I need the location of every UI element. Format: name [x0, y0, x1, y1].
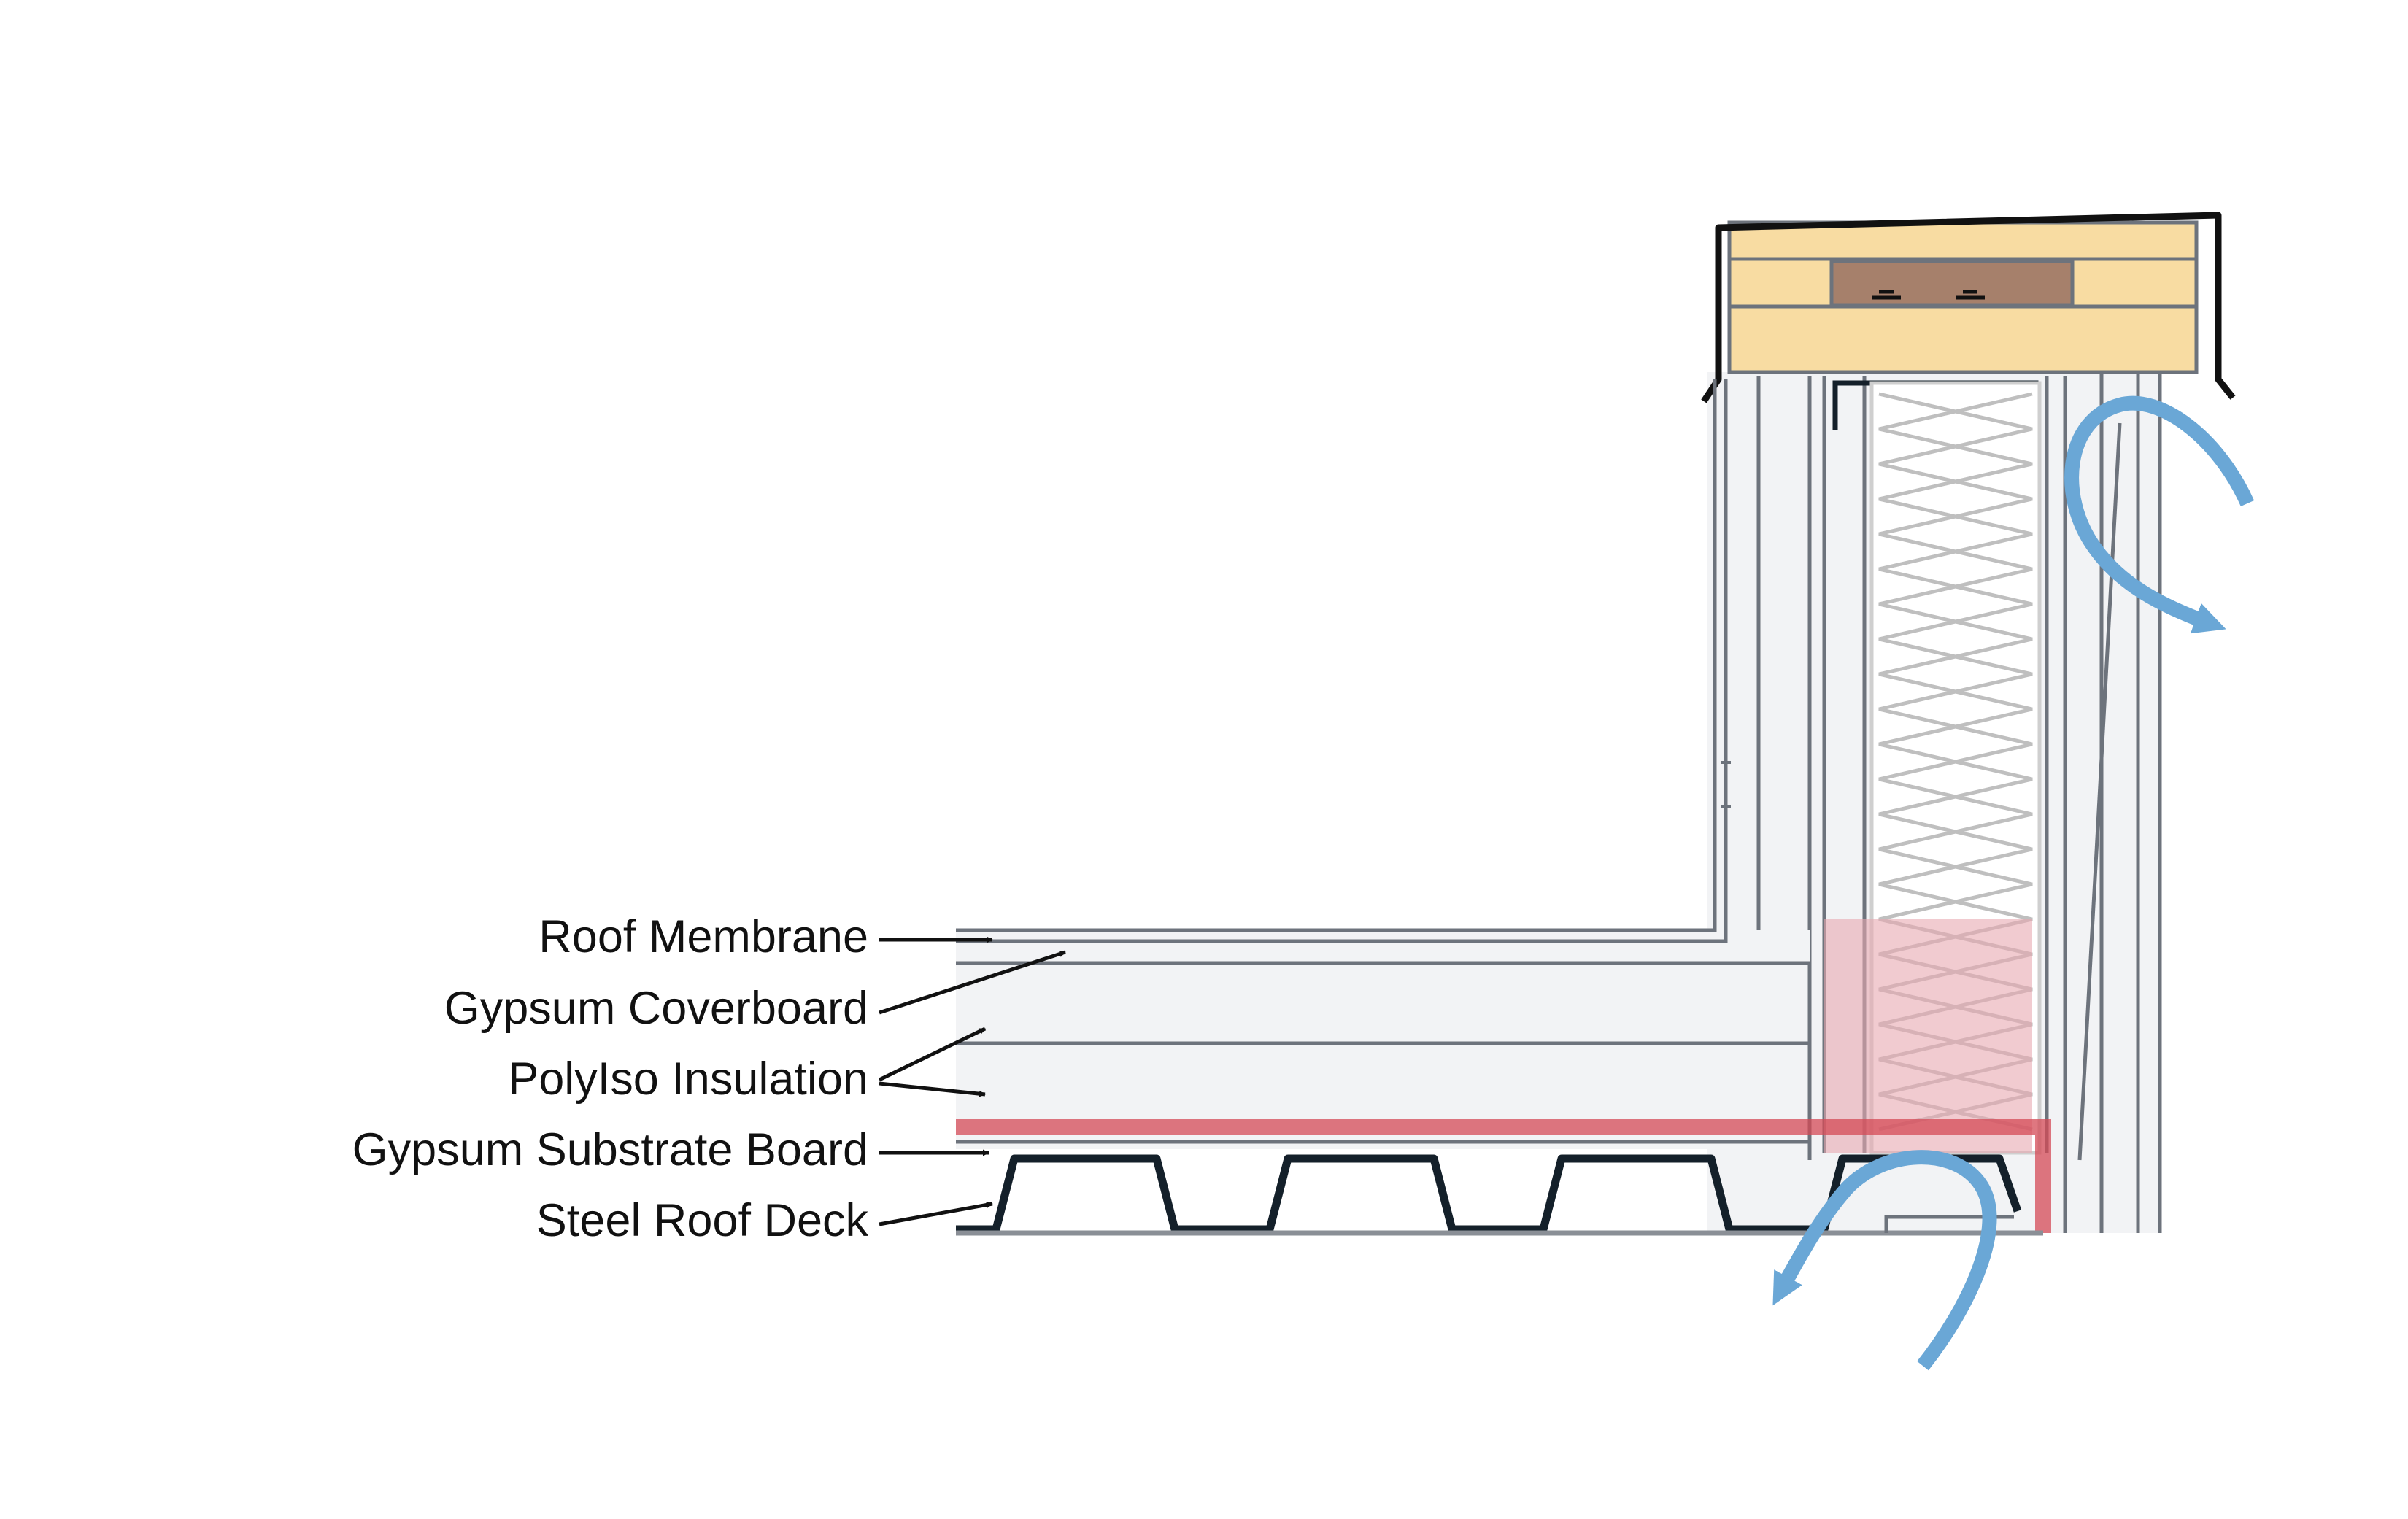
- layer-labels: Roof Membrane Gypsum Coverboard PolyIso …: [352, 911, 869, 1246]
- leader-arrows: [878, 936, 1066, 1226]
- airflow-bottom-arrow: [1772, 1150, 1997, 1371]
- label-gypsum-substrate-board: Gypsum Substrate Board: [352, 1124, 868, 1175]
- airflow-top-arrow: [2064, 395, 2255, 634]
- roof-assembly: [956, 379, 2051, 1236]
- label-gypsum-coverboard: Gypsum Coverboard: [444, 983, 868, 1034]
- label-polyiso-insulation: PolyIso Insulation: [508, 1054, 868, 1105]
- leader-arrow-polyiso-lower: [879, 1081, 986, 1097]
- label-roof-membrane: Roof Membrane: [539, 911, 868, 962]
- label-steel-roof-deck: Steel Roof Deck: [536, 1195, 869, 1246]
- leader-arrow-steel-deck: [879, 1202, 993, 1226]
- wood-blocking: [1727, 220, 2199, 374]
- roof-membrane-line: [956, 379, 1717, 932]
- leader-arrow-gypsum-coverboard: [879, 950, 1066, 1015]
- air-barrier-transition-zone: [1824, 919, 2032, 1153]
- air-barrier-line: [956, 1119, 2051, 1233]
- leader-arrow-polyiso-upper: [878, 1027, 987, 1082]
- roof-layers-field: [956, 930, 1810, 1149]
- deck-angle-bracket: [1884, 1215, 2014, 1233]
